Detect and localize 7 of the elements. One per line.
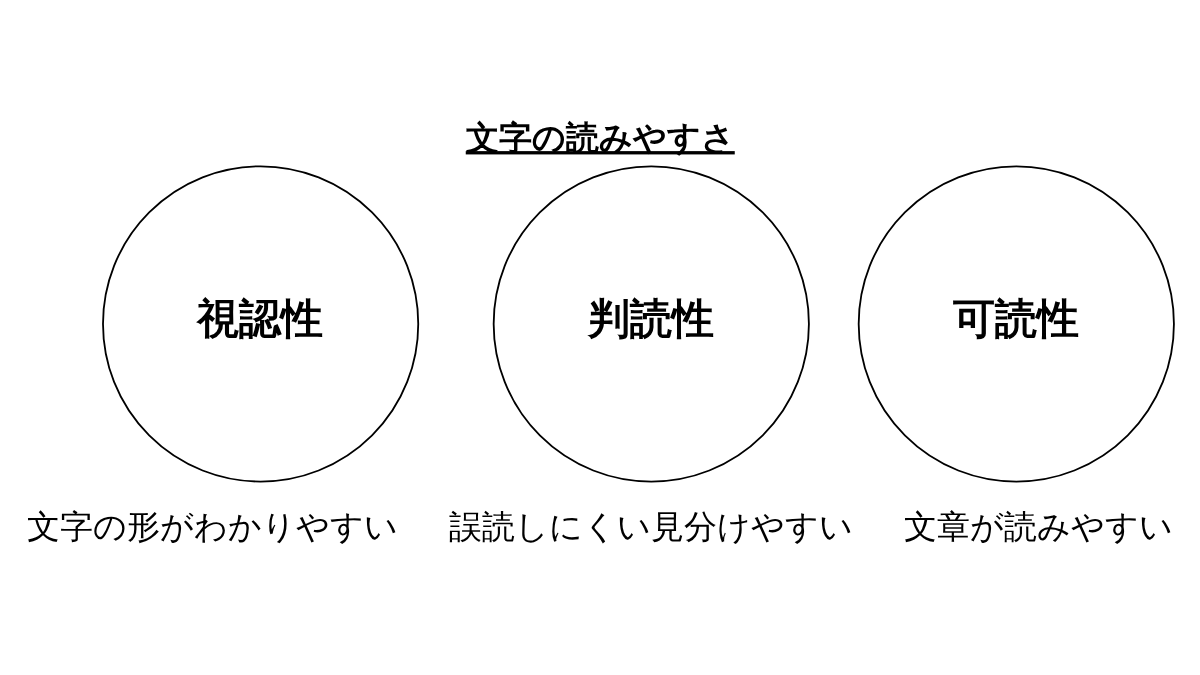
node-label: 文章が読みやすい bbox=[904, 507, 1174, 547]
diagram-title: 文字の読みやすさ bbox=[465, 118, 735, 158]
node-label: 誤読しにくい見分けやすい bbox=[449, 507, 854, 547]
node-circle: 判読性 bbox=[492, 165, 810, 483]
node-circle: 視認性 bbox=[102, 165, 420, 483]
node-circle: 可読性 bbox=[857, 165, 1175, 483]
node-label: 文字の形がわかりやすい bbox=[26, 507, 398, 547]
